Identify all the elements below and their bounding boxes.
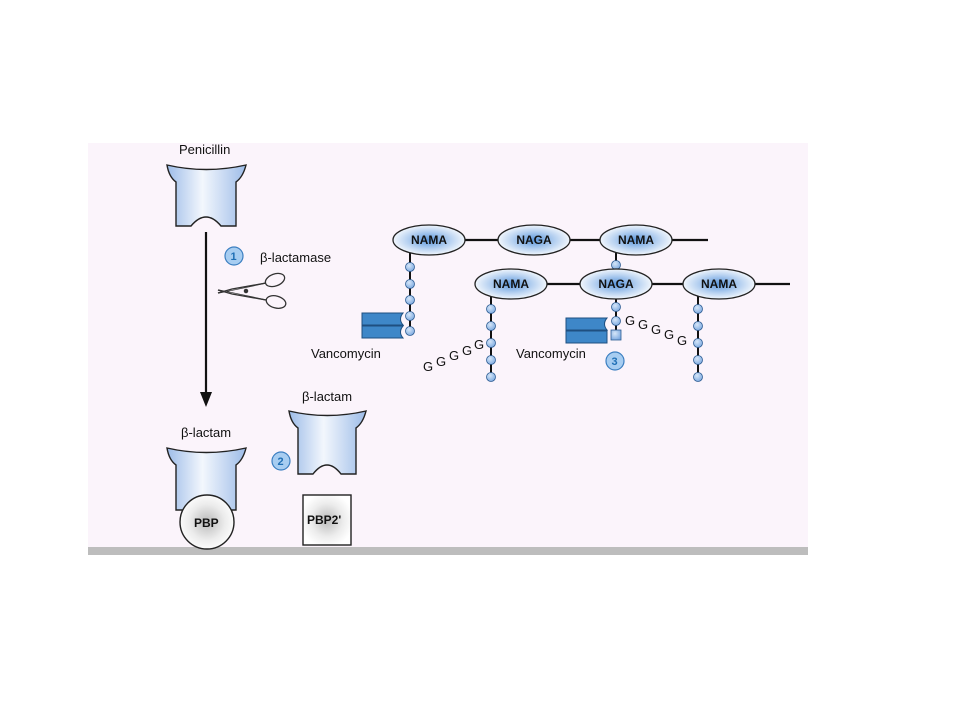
glycine-left-5: G [474,337,484,352]
step-2-marker [271,451,291,471]
bottom-chain-sugar-1 [474,268,548,300]
vancomycin-left-label: Vancomycin [311,346,381,361]
vancomycin-right-molecule [565,317,609,344]
reaction-arrowhead [200,392,212,407]
bottom-chain-label-1: NAMA [493,277,529,291]
beta-lactamase-label: β-lactamase [260,250,331,265]
pbp2-box [302,494,352,546]
beta-lactam-bound-shape [166,447,247,511]
peptide-stem-far-right-beads [693,304,703,382]
scissors-icon [217,272,287,309]
glycine-left-2: G [436,354,446,369]
step-1-number: 1 [231,251,237,263]
beta-lactam-bound-label: β-lactam [181,425,231,440]
pbp2-label: PBP2' [307,513,341,527]
top-chain-label-2: NAGA [516,233,552,247]
penicillin-label: Penicillin [179,142,230,157]
top-chain-sugar-3 [599,224,673,256]
bottom-chain-sugar-3 [682,268,756,300]
bottom-chain-label-3: NAMA [701,277,737,291]
glycine-right-4: G [664,327,674,342]
bottom-chain-sugar-2 [579,268,653,300]
glycine-left-3: G [449,348,459,363]
top-chain-sugar-2 [497,224,571,256]
top-chain-sugar-1 [392,224,466,256]
vancomycin-left-molecule [361,312,405,339]
step-3-marker [605,351,625,371]
peptide-stem-left-beads [405,262,415,336]
pbp-circle [179,494,235,550]
beta-lactam-free-label: β-lactam [302,389,352,404]
glycine-left-4: G [462,343,472,358]
step-1-marker [224,246,244,266]
top-chain-label-1: NAMA [411,233,447,247]
glycine-right-3: G [651,322,661,337]
pbp-label: PBP [194,516,219,530]
peptide-stem-mid-beads [486,304,496,382]
panel-baseline [88,547,808,555]
glycine-bridge-right: G G G G G [625,313,687,348]
step-2-number: 2 [278,456,284,468]
glycine-right-5: G [677,333,687,348]
penicillin-shape [166,164,247,227]
step-3-number: 3 [612,356,618,368]
glycine-right-2: G [638,317,648,332]
glycine-right-1: G [625,313,635,328]
peptide-stem-right-center-beads [610,302,622,341]
bottom-chain-label-2: NAGA [598,277,634,291]
glycine-bridge-left: G G G G G [423,337,484,374]
peptide-link-bead [611,260,621,270]
vancomycin-right-label: Vancomycin [516,346,586,361]
glycine-left-1: G [423,359,433,374]
top-chain-label-3: NAMA [618,233,654,247]
beta-lactam-free-shape [288,410,367,475]
